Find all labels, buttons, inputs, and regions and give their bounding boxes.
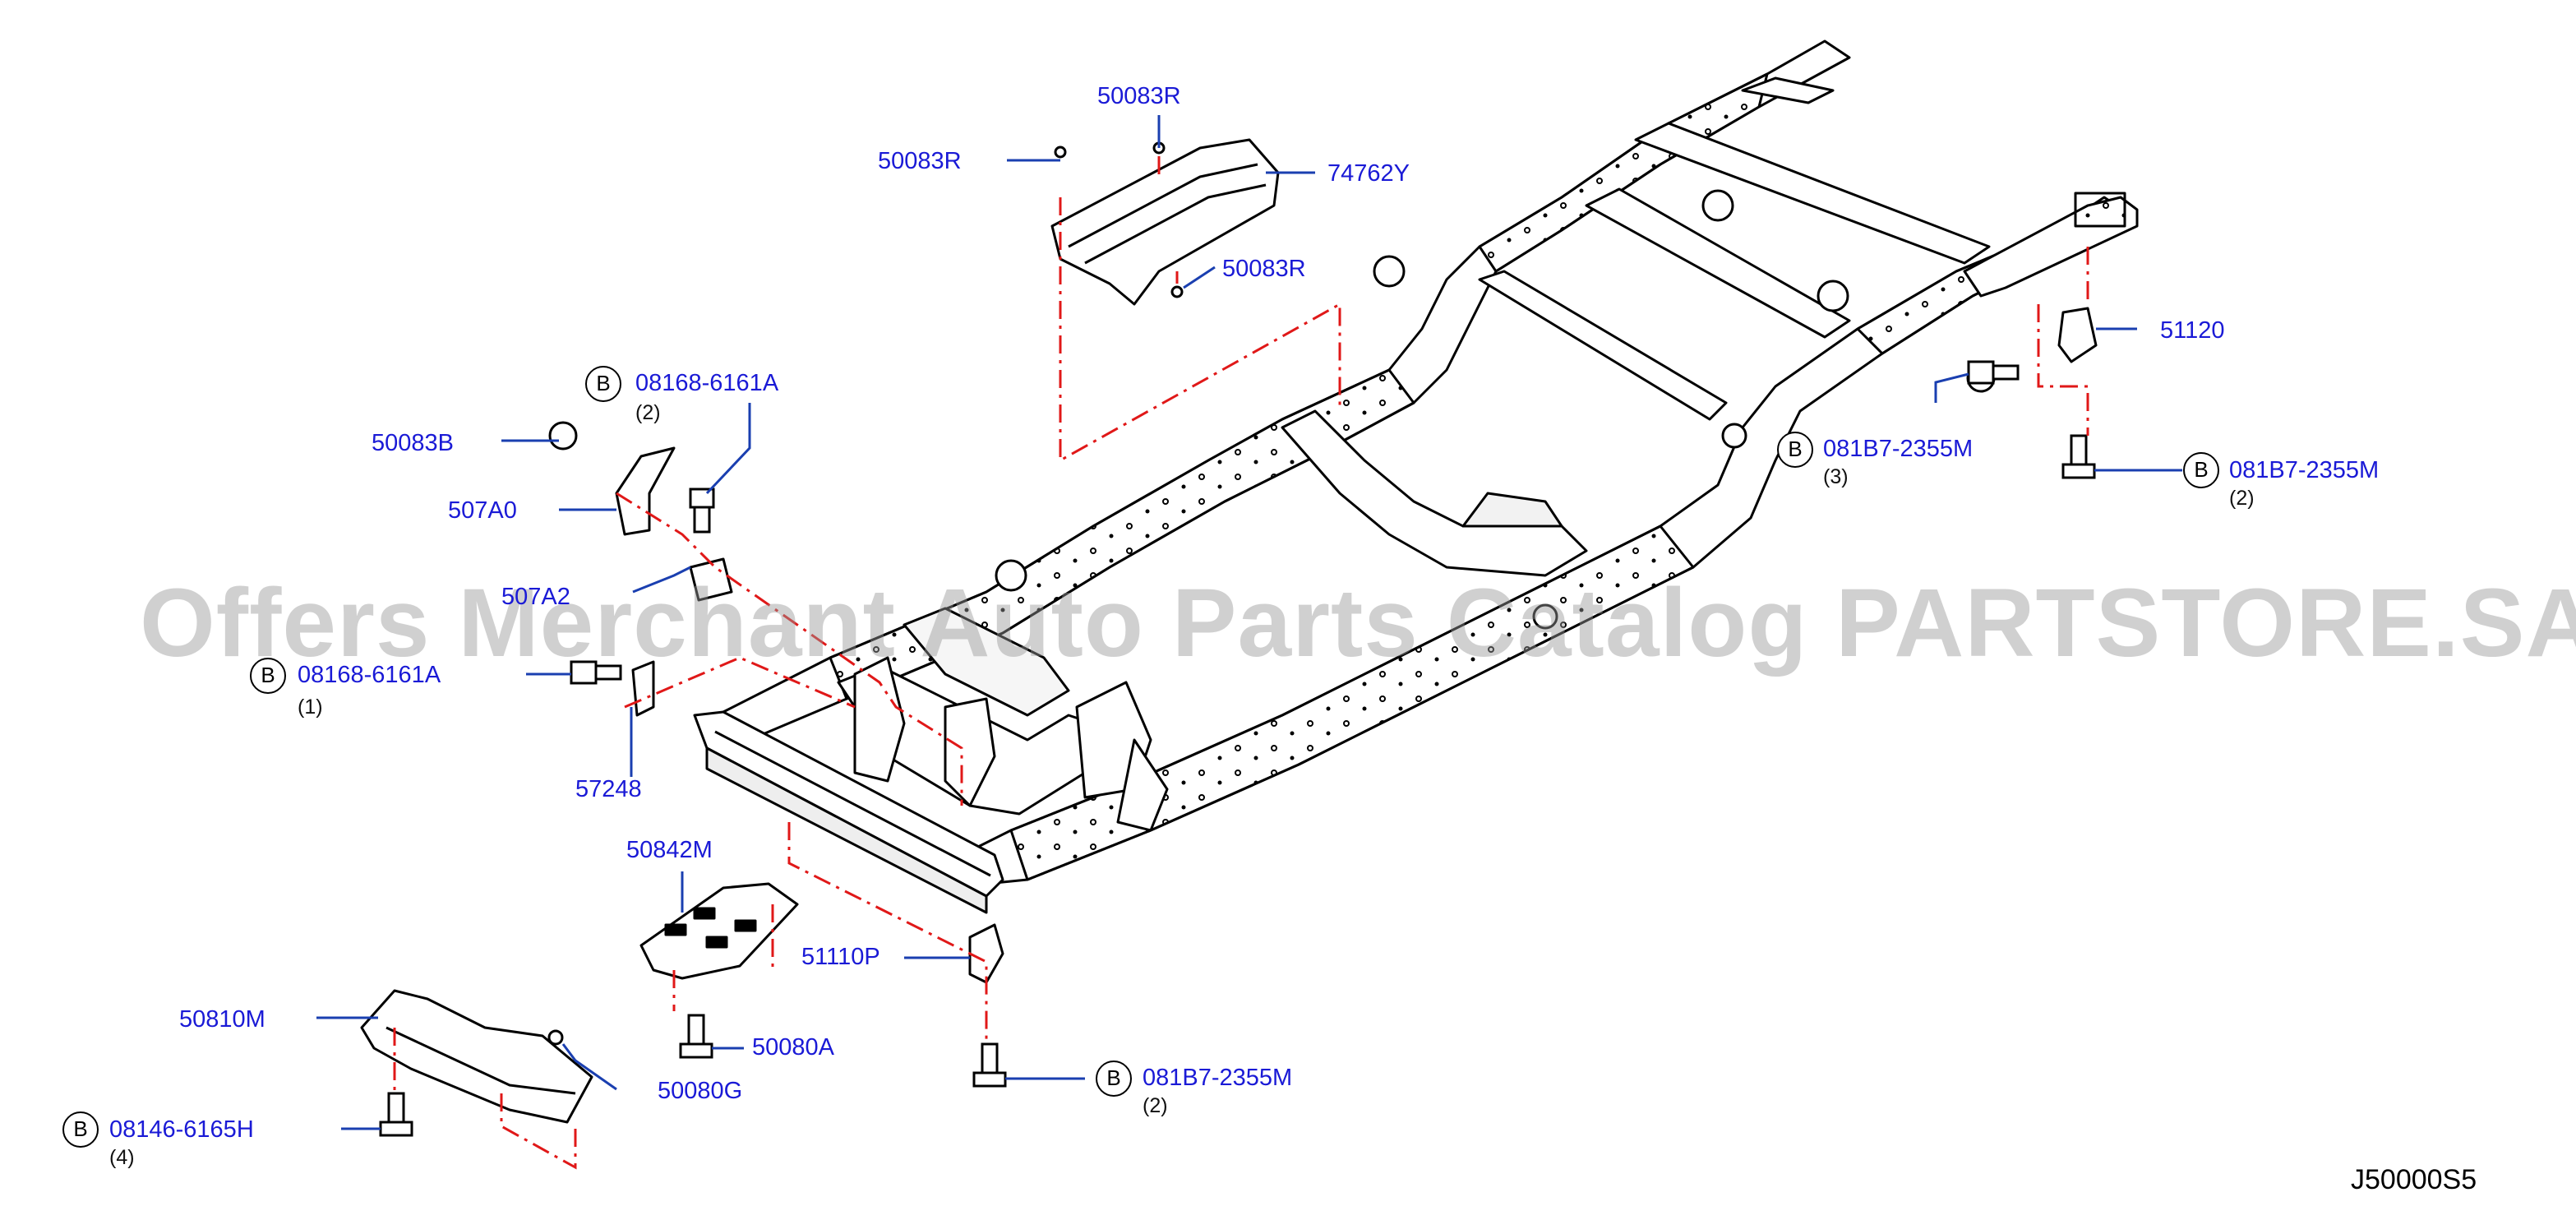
frame-crossmembers [837,76,1991,816]
label-50080G[interactable]: 50080G [658,1078,743,1104]
bolt-marker-icon: B [1096,1061,1132,1097]
bolt-marker-icon: B [2183,452,2219,488]
qty-08168-6161A-top: (2) [635,401,661,424]
assembly-guide-lines [393,156,2089,1170]
qty-081B7-2355M-right: (2) [2229,487,2255,510]
label-081B7-2355M-bottom[interactable]: 081B7-2355M [1143,1065,1293,1091]
bolt-marker-icon: B [62,1111,99,1148]
frame-left-rail [697,39,1851,770]
label-50083R-left[interactable]: 50083R [878,148,962,174]
label-507A0[interactable]: 507A0 [448,497,517,524]
label-74762Y[interactable]: 74762Y [1327,160,1410,187]
label-081B7-2355M-mid[interactable]: 081B7-2355M [1823,436,1974,462]
heat-shield-part [1050,138,1280,306]
label-50080A[interactable]: 50080A [752,1034,834,1061]
qty-081B7-2355M-bottom: (2) [1143,1094,1168,1117]
bolt-parts [379,141,2096,1137]
label-57248[interactable]: 57248 [575,776,642,802]
bolt-marker-icon: B [1777,432,1813,468]
diagram-code: J50000S5 [2351,1164,2477,1195]
label-50083B[interactable]: 50083B [372,430,454,456]
suspension-towers [853,189,1849,832]
label-50810M[interactable]: 50810M [179,1006,265,1033]
label-51120[interactable]: 51120 [2160,317,2225,344]
skid-plate-parts [360,882,799,1124]
label-081B7-2355M-right[interactable]: 081B7-2355M [2229,457,2380,483]
rear-crossmember [1963,192,2139,298]
label-51110P[interactable]: 51110P [801,944,880,970]
bolt-marker-icon: B [585,366,621,402]
label-50842M[interactable]: 50842M [626,837,713,863]
label-08168-6161A-top[interactable]: 08168-6161A [635,370,779,396]
label-507A2[interactable]: 507A2 [501,584,570,610]
qty-081B7-2355M-mid: (3) [1823,465,1849,488]
label-08146-6165H[interactable]: 08146-6165H [109,1116,254,1143]
front-crossmember [693,710,1004,914]
bolt-marker-icon: B [250,658,286,694]
label-08168-6161A-left[interactable]: 08168-6161A [298,662,441,688]
qty-08146-6165H: (4) [109,1146,135,1169]
qty-08168-6161A-left: (1) [298,695,323,719]
label-50083R-top[interactable]: 50083R [1097,83,1181,109]
leader-lines [316,115,2182,1130]
label-50083R-lower[interactable]: 50083R [1222,256,1306,282]
